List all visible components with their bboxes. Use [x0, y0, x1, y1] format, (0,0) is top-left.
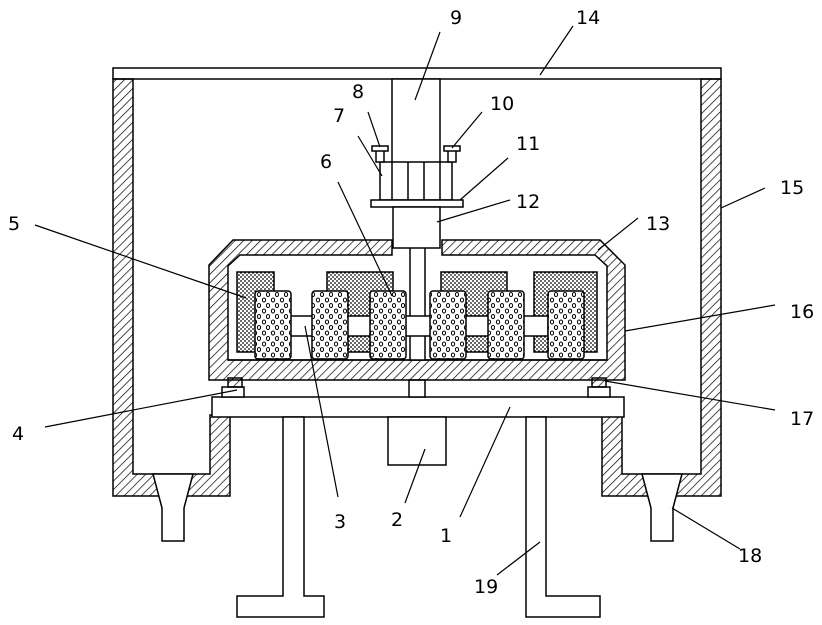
label-7: 7 [333, 105, 345, 127]
label-15: 15 [780, 177, 804, 199]
press-assembly [371, 79, 463, 248]
label-5: 5 [8, 213, 20, 235]
label-13: 13 [646, 213, 670, 235]
label-4: 4 [12, 423, 24, 445]
label-18: 18 [738, 545, 762, 567]
label-9: 9 [450, 7, 462, 29]
label-14: 14 [576, 7, 600, 29]
label-19: 19 [474, 576, 498, 598]
label-3: 3 [334, 511, 346, 533]
label-12: 12 [516, 191, 540, 213]
label-8: 8 [352, 81, 364, 103]
label-11: 11 [516, 133, 540, 155]
label-17: 17 [790, 408, 814, 430]
label-2: 2 [391, 509, 403, 531]
label-6: 6 [320, 151, 332, 173]
label-16: 16 [790, 301, 814, 323]
motor [388, 380, 446, 465]
label-10: 10 [490, 93, 514, 115]
label-1: 1 [440, 525, 452, 547]
